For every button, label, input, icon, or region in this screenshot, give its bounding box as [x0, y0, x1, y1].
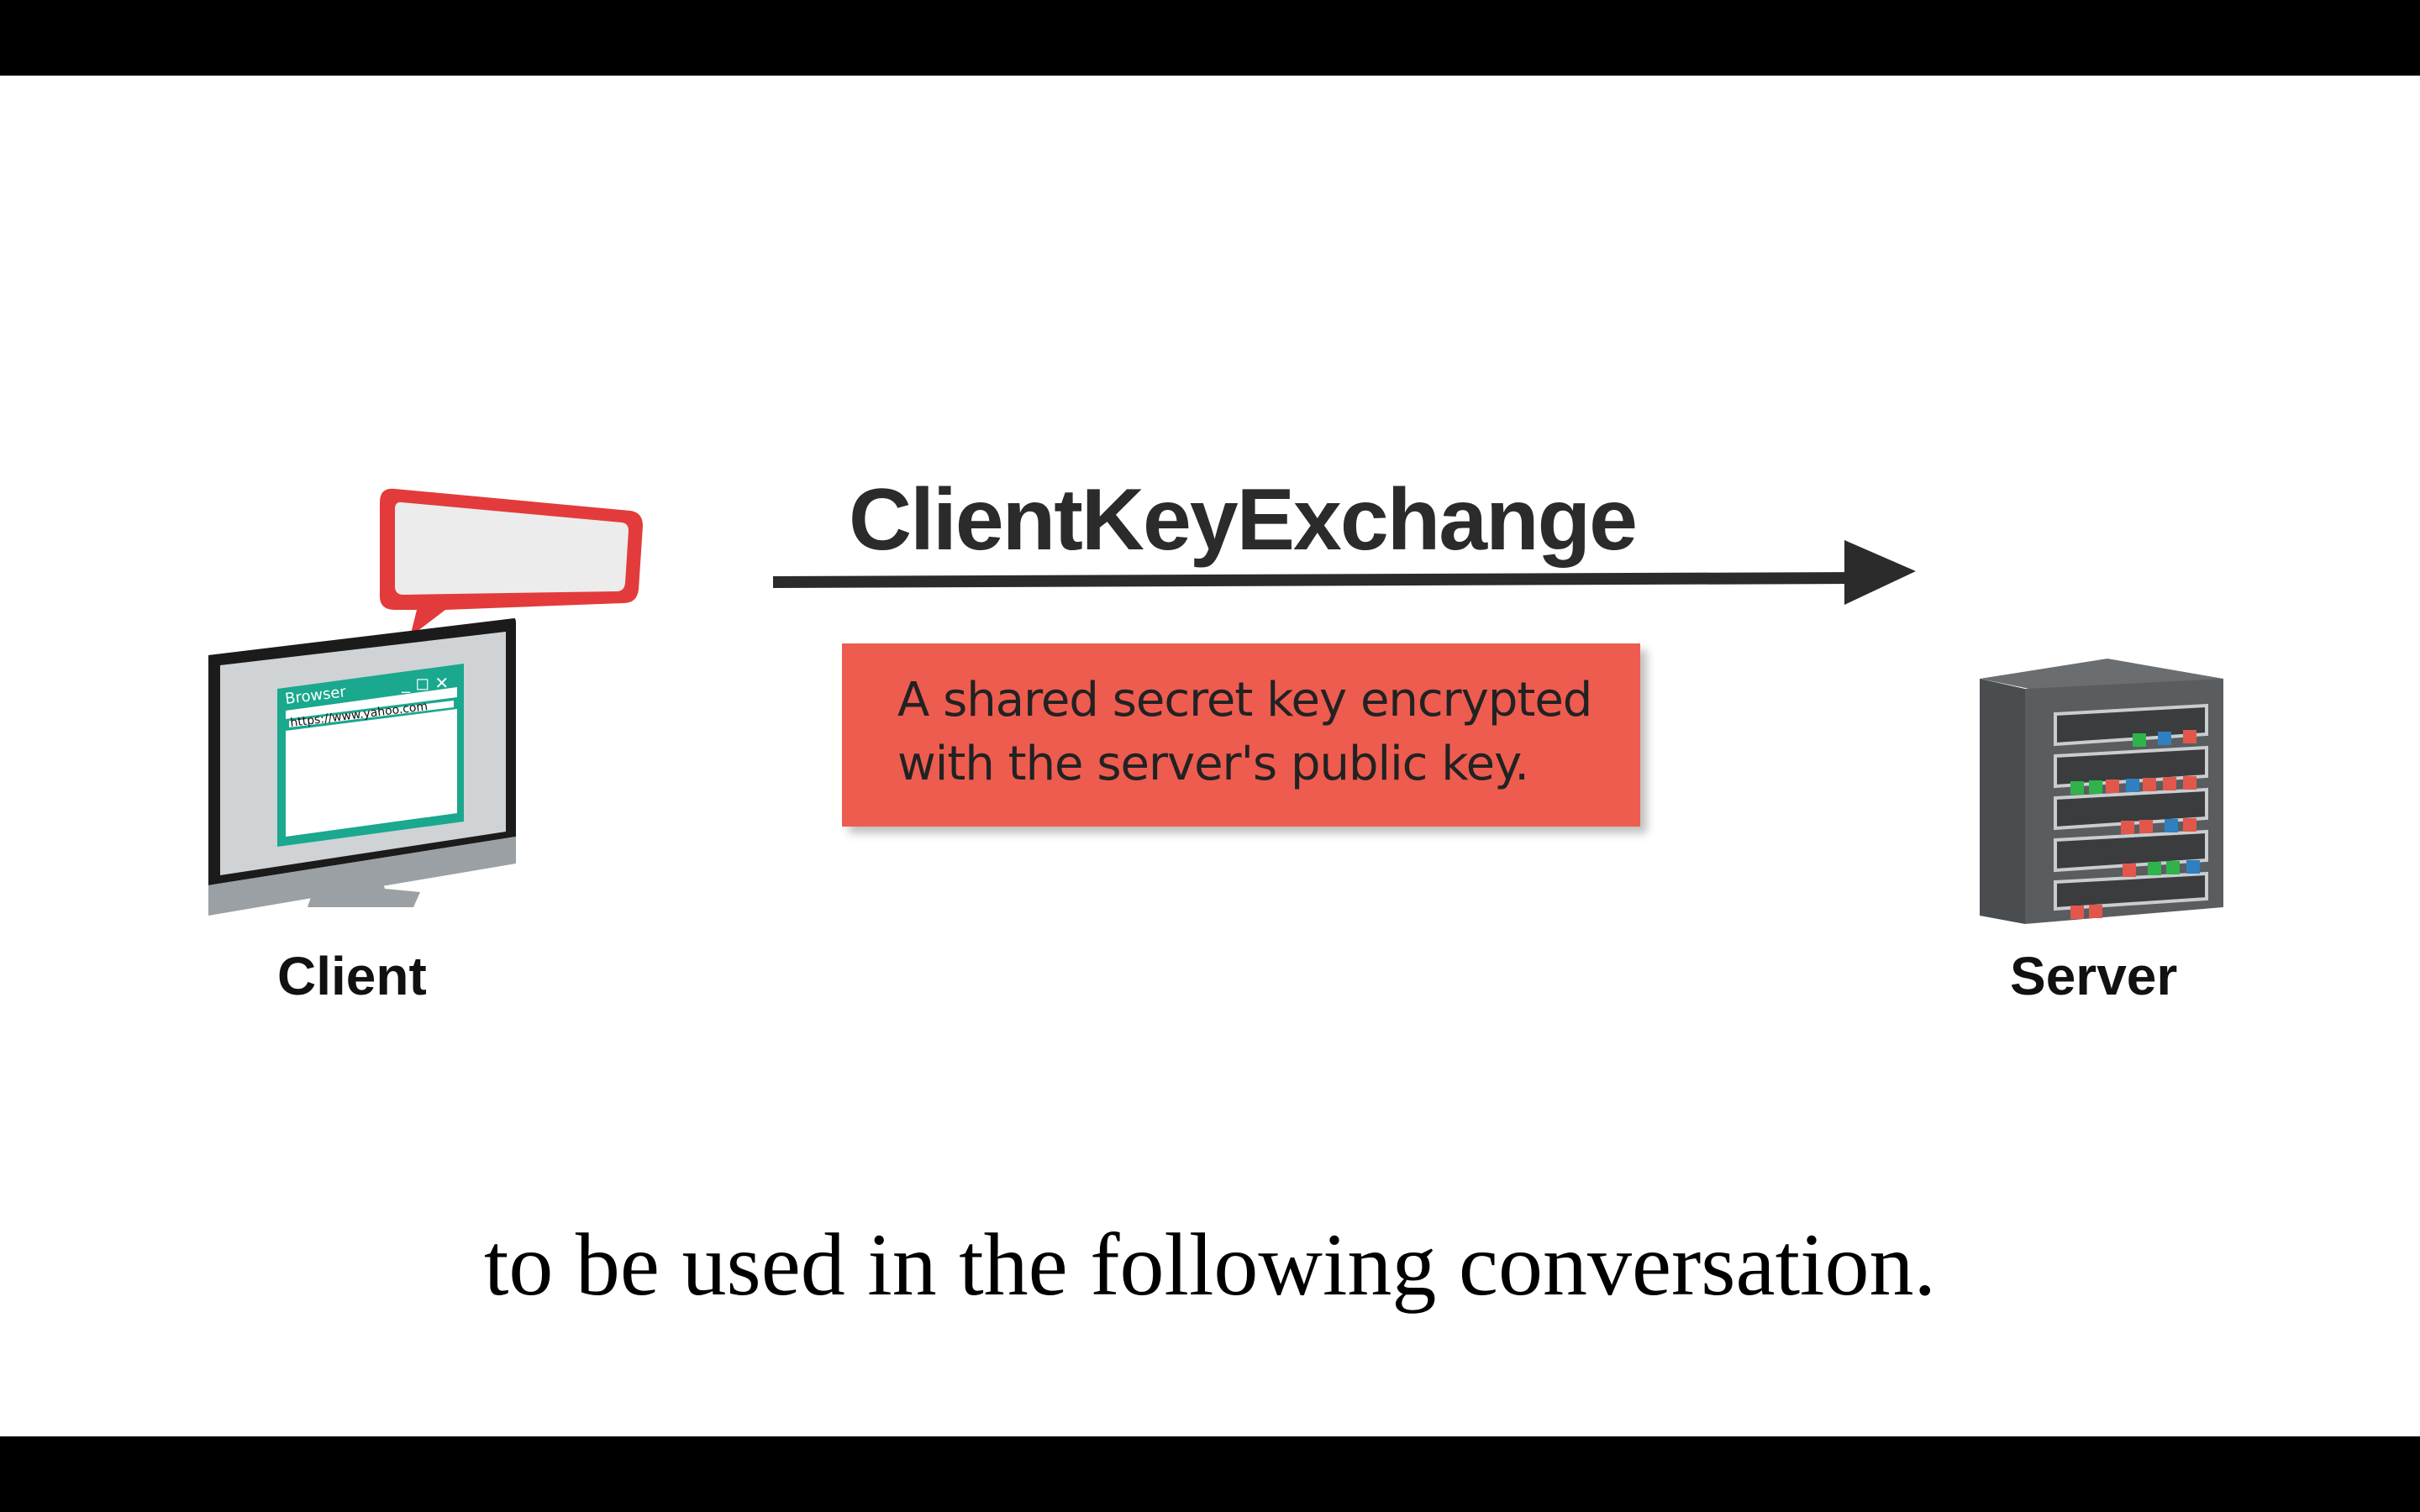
description-line: A shared secret key encrypted — [897, 673, 1592, 727]
led — [2143, 778, 2156, 791]
diagram-graphics: _ ◻ ✕ Browser https://www.yahoo.com — [208, 488, 2223, 924]
description-box: A shared secret key encrypted with the s… — [842, 643, 1640, 827]
description-text: A shared secret key encrypted with the s… — [897, 669, 1620, 796]
description-line: with the server's public key. — [897, 737, 1529, 791]
server-label: Server — [2010, 946, 2178, 1006]
led — [2165, 819, 2178, 832]
subtitle-caption: to be used in the following conversation… — [483, 1215, 1937, 1314]
led — [2089, 905, 2102, 918]
led — [2123, 864, 2136, 877]
arrow-right-icon — [772, 540, 1916, 605]
led — [2183, 730, 2196, 743]
led — [2148, 862, 2161, 875]
led — [2126, 779, 2139, 792]
led — [2070, 906, 2084, 919]
window-controls-icon: _ ◻ ✕ — [401, 673, 449, 693]
led — [2163, 777, 2176, 790]
led — [2186, 860, 2200, 874]
led — [2139, 820, 2153, 833]
server-rack-icon — [1980, 659, 2223, 924]
slide: _ ◻ ✕ Browser https://www.yahoo.com — [0, 76, 2420, 1436]
led — [2070, 781, 2084, 795]
client-label: Client — [277, 946, 427, 1006]
message-title: ClientKeyExchange — [849, 471, 1638, 569]
led — [2183, 776, 2196, 790]
speech-bubble-icon — [380, 488, 643, 637]
led — [2158, 732, 2171, 745]
led — [2183, 818, 2196, 832]
led — [2121, 821, 2134, 834]
led — [2106, 780, 2119, 793]
led — [2089, 780, 2102, 794]
monitor-icon: _ ◻ ✕ Browser https://www.yahoo.com — [208, 618, 516, 916]
led — [2133, 733, 2146, 747]
led — [2166, 861, 2180, 874]
